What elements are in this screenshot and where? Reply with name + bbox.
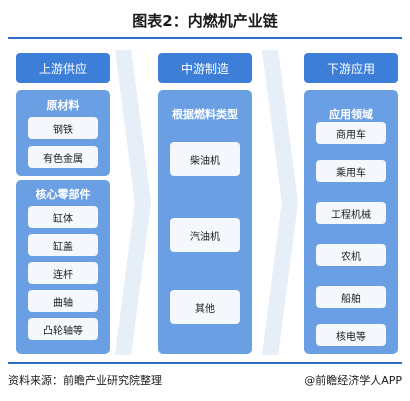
- upstream-header: 上游供应: [16, 53, 110, 83]
- list-item: 曲轴: [28, 290, 98, 312]
- brand-credit: @前瞻经济学人APP: [304, 374, 402, 387]
- application-title: 应用领域: [329, 108, 373, 121]
- footer-rule: [8, 362, 402, 364]
- list-item: 凸轮轴等: [28, 318, 98, 340]
- application-panel: 应用领域 商用车 乘用车 工程机械 农机 船舶 核电等: [304, 90, 398, 354]
- midstream-header: 中游制造: [158, 53, 252, 83]
- flow-arrow-2: [262, 50, 298, 355]
- page-title: 图表2：内燃机产业链: [132, 12, 278, 30]
- core-parts-title: 核心零部件: [35, 188, 91, 201]
- raw-materials-title: 原材料: [46, 99, 80, 112]
- flow-arrow-1: [115, 50, 151, 355]
- source-note: 资料来源：前瞻产业研究院整理: [8, 374, 162, 387]
- title-rule: [8, 37, 402, 39]
- list-item: 工程机械: [316, 202, 386, 224]
- fuel-type-panel: 根据燃料类型 柴油机 汽油机 其他: [158, 90, 252, 354]
- list-item: 其他: [170, 290, 240, 324]
- list-item: 乘用车: [316, 160, 386, 182]
- list-item: 农机: [316, 244, 386, 266]
- fuel-type-title: 根据燃料类型: [172, 108, 238, 121]
- core-parts-panel: 核心零部件 缸体 缸盖 连杆 曲轴 凸轮轴等: [16, 180, 110, 354]
- list-item: 汽油机: [170, 218, 240, 252]
- list-item: 核电等: [316, 324, 386, 346]
- list-item: 商用车: [316, 122, 386, 144]
- list-item: 连杆: [28, 262, 98, 284]
- list-item: 缸盖: [28, 234, 98, 256]
- downstream-header: 下游应用: [304, 53, 398, 83]
- list-item: 柴油机: [170, 142, 240, 176]
- raw-materials-panel: 原材料 钢铁 有色金属: [16, 90, 110, 176]
- list-item: 缸体: [28, 206, 98, 228]
- list-item: 有色金属: [28, 146, 98, 168]
- list-item: 船舶: [316, 286, 386, 308]
- list-item: 钢铁: [28, 117, 98, 139]
